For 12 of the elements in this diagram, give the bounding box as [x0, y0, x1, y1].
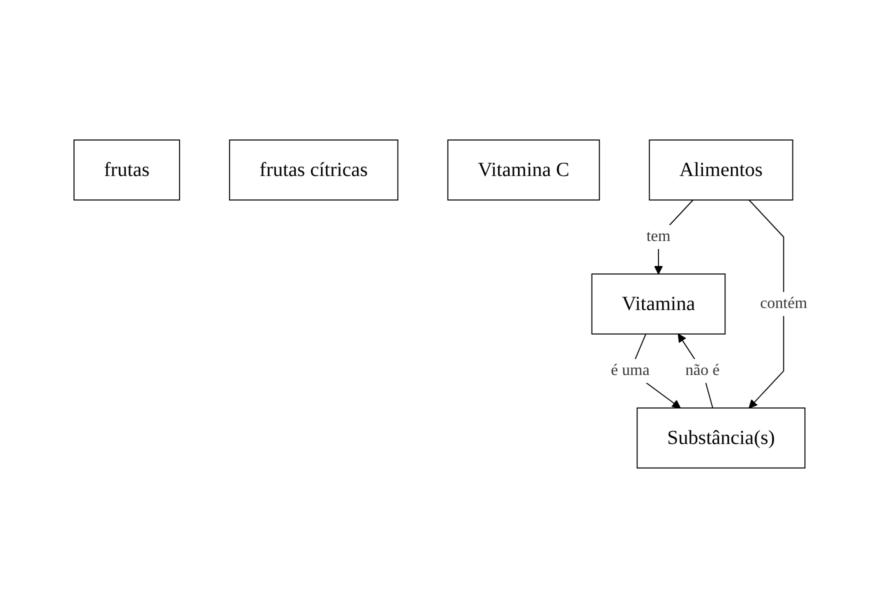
arrow [748, 200, 784, 408]
node-box: Alimentos [648, 140, 794, 200]
node-box: Vitamina [591, 274, 726, 334]
node-box: Vitamina C [447, 140, 600, 200]
edge-label: tem [646, 228, 670, 245]
node-box: frutas [73, 140, 180, 200]
edge-label: é uma [610, 362, 650, 379]
node-box: frutas cítricas [228, 140, 398, 200]
edge-label: não é [685, 362, 720, 379]
node-box: Substância(s) [636, 407, 806, 468]
arrow [654, 200, 694, 274]
edge-label: contém [760, 294, 808, 312]
